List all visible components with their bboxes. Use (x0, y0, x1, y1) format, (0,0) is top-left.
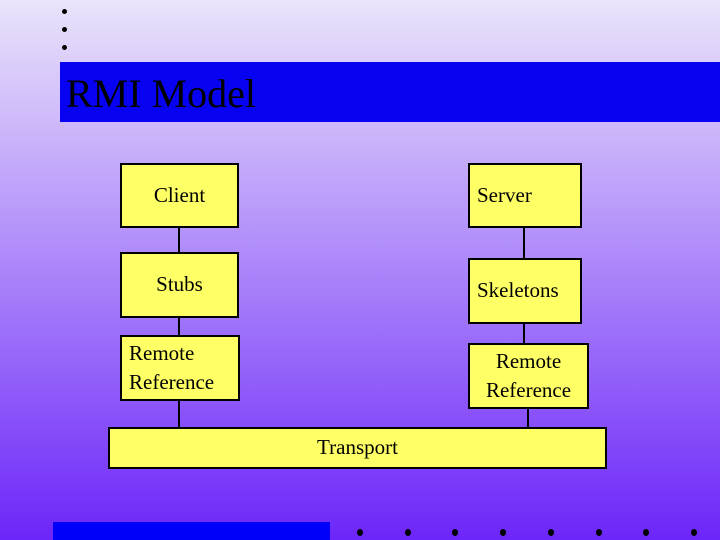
bullet-dot-icon (595, 529, 602, 536)
bullet-dot-icon (62, 9, 67, 14)
connector-remote-reference-transport-left (178, 401, 180, 427)
bullet-dot-icon (547, 529, 554, 536)
bottom-bullet-dots (357, 529, 697, 536)
bullet-dot-icon (62, 45, 67, 50)
box-client-label: Client (153, 182, 206, 207)
bottom-accent-bar (53, 522, 330, 540)
box-skeletons: Skeletons (468, 258, 582, 324)
box-client: Client (120, 163, 239, 228)
bullet-dot-icon (500, 529, 507, 536)
connector-stubs-remote-reference (178, 318, 180, 335)
box-remote-reference-left: Remote Reference (120, 335, 240, 401)
slide-title: RMI Model (66, 71, 256, 116)
connector-skeletons-remote-reference (523, 324, 525, 343)
bullet-dot-icon (690, 529, 697, 536)
box-remote-reference-left-label: Remote Reference (129, 340, 215, 394)
bullet-dot-icon (62, 27, 67, 32)
connector-server-skeletons (523, 228, 525, 258)
connector-remote-reference-transport-right (527, 409, 529, 427)
box-remote-reference-right: Remote Reference (468, 343, 589, 409)
box-transport-label: Transport (317, 435, 398, 460)
box-skeletons-label: Skeletons (477, 278, 559, 303)
connector-client-stubs (178, 228, 180, 252)
box-remote-reference-right-label: Remote Reference (485, 348, 572, 402)
box-server-label: Server (477, 182, 532, 207)
box-stubs: Stubs (120, 252, 239, 318)
box-transport: Transport (108, 427, 607, 469)
box-server: Server (468, 163, 582, 228)
box-stubs-label: Stubs (156, 272, 203, 297)
top-left-bullet-dots (62, 9, 67, 50)
title-bar: RMI Model (60, 62, 720, 122)
bullet-dot-icon (357, 529, 363, 536)
bullet-dot-icon (452, 529, 459, 536)
bullet-dot-icon (643, 529, 650, 536)
bullet-dot-icon (404, 529, 411, 536)
